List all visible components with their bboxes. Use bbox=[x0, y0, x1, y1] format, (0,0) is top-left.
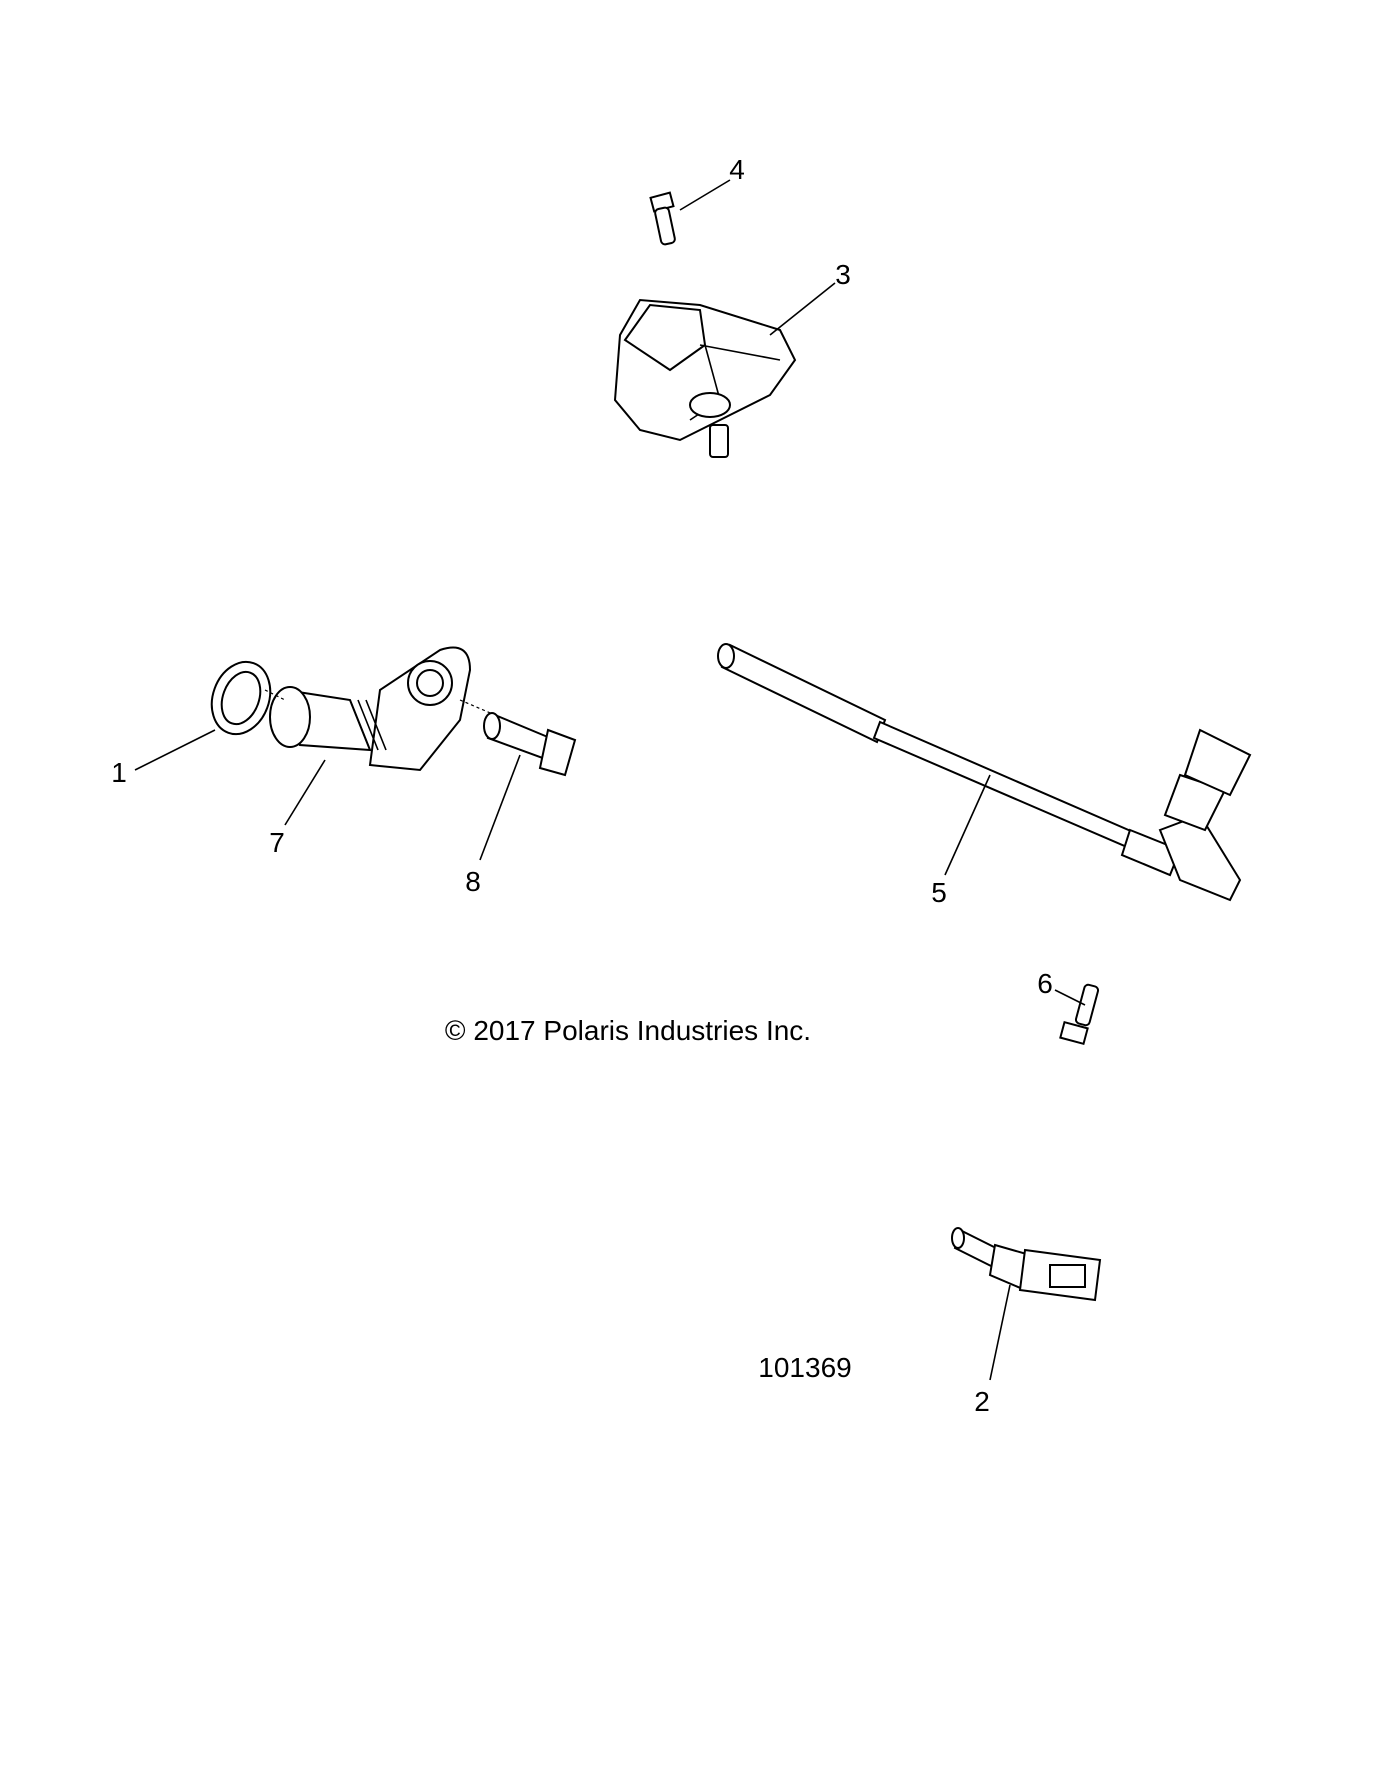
callout-2: 2 bbox=[974, 1386, 990, 1417]
pin-part-8 bbox=[459, 699, 577, 861]
figure-number: 101369 bbox=[758, 1352, 852, 1383]
o-ring-part-1 bbox=[134, 660, 272, 771]
callout-8: 8 bbox=[465, 866, 481, 897]
bolt-part-6 bbox=[1054, 983, 1100, 1046]
callout-3: 3 bbox=[835, 259, 851, 290]
callout-6: 6 bbox=[1037, 968, 1053, 999]
map-sensor-part-3 bbox=[613, 282, 836, 458]
copyright-text: © 2017 Polaris Industries Inc. bbox=[444, 1015, 812, 1046]
callout-4: 4 bbox=[729, 154, 745, 185]
cam-sensor-part-7 bbox=[264, 646, 472, 826]
bolt-part-4 bbox=[649, 179, 731, 246]
temp-sensor-part-2 bbox=[951, 1227, 1102, 1381]
callout-1: 1 bbox=[111, 757, 127, 788]
speed-sensor-part-5 bbox=[717, 643, 1252, 902]
callout-5: 5 bbox=[931, 877, 947, 908]
callout-7: 7 bbox=[269, 827, 285, 858]
